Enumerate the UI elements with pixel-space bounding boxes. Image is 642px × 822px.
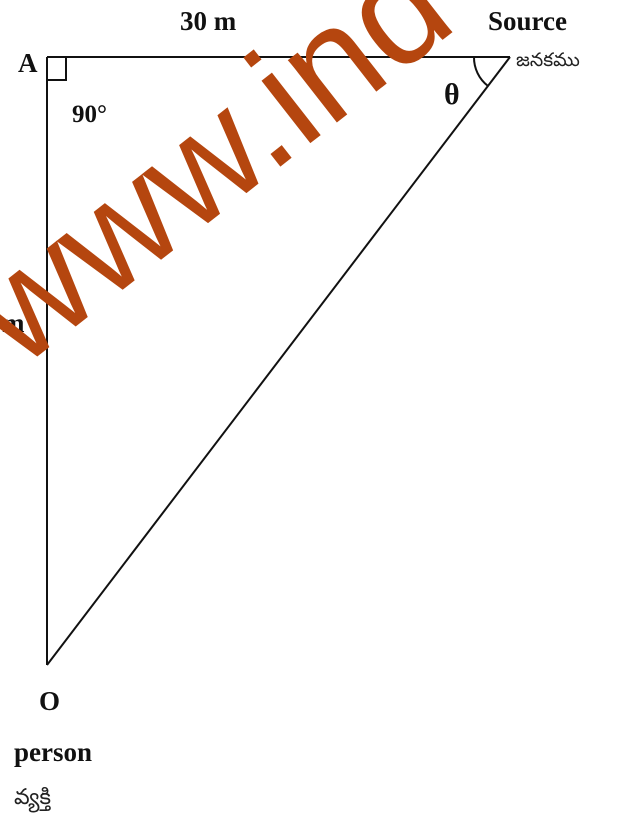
source-telugu-label: జనకము	[516, 49, 580, 71]
vertex-a-label: A	[18, 48, 38, 78]
right-angle-marker	[47, 57, 67, 81]
person-telugu-label: వ్యక్తి	[14, 785, 51, 813]
theta-arc	[472, 56, 489, 87]
watermark-text: www.ind	[0, 0, 480, 396]
angle-theta-label: θ	[444, 78, 460, 111]
top-side-label: 30 m	[180, 6, 237, 36]
person-label: person	[14, 737, 92, 767]
source-label: Source	[488, 6, 567, 36]
vertex-o-label: O	[39, 686, 60, 716]
left-side-label: m	[2, 308, 25, 338]
right-angle-label: 90°	[72, 101, 107, 128]
hypotenuse-o-source	[46, 56, 511, 666]
